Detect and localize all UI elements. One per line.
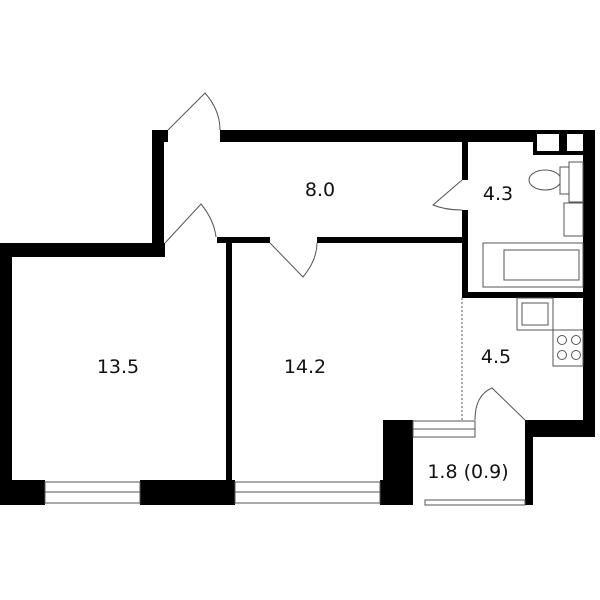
- room-area-kitchen: 4.5: [481, 346, 511, 368]
- stove-icon: [552, 329, 584, 367]
- toilet-icon: [528, 169, 562, 191]
- room-area-balcony: 1.8 (0.9): [427, 461, 508, 483]
- walls: [0, 130, 595, 505]
- kitchen-fixtures: [516, 297, 584, 367]
- room-area-bathroom: 4.3: [483, 183, 513, 205]
- windows: [44, 420, 526, 506]
- doors: [164, 92, 526, 421]
- room-area-hallway: 8.0: [305, 179, 335, 201]
- sink-icon: [563, 202, 584, 237]
- bathroom-fixtures: [482, 161, 584, 288]
- room-area-living: 14.2: [284, 356, 326, 378]
- room-area-left: 13.5: [97, 356, 139, 378]
